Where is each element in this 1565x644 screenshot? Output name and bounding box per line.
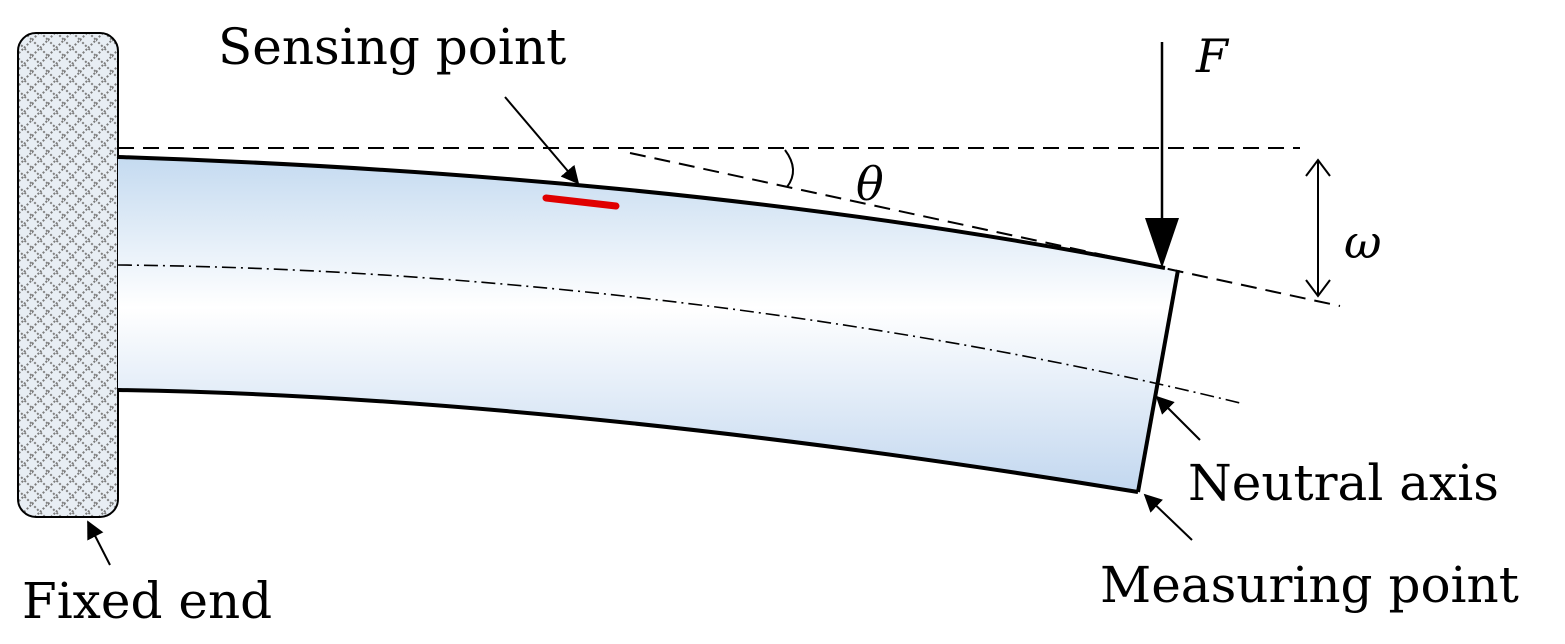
sensing-point-label: Sensing point (218, 18, 566, 76)
sensing-point-arrow (504, 96, 580, 185)
force-symbol: F (1195, 29, 1230, 83)
tangent-line (629, 152, 1341, 307)
neutral-axis-arrow (1155, 395, 1201, 441)
beam-bottom-edge (117, 388, 1139, 494)
fixed-end-arrow (87, 520, 111, 566)
deflection-symbol: ω (1344, 215, 1382, 269)
neutral-axis-label: Neutral axis (1188, 454, 1499, 512)
angle-arc (784, 149, 794, 188)
measuring-point-label: Measuring point (1100, 556, 1519, 614)
sensor-mark (542, 194, 620, 210)
deflection-arrow-top-head (1305, 158, 1331, 177)
beam-free-end (1136, 269, 1180, 493)
deflection-arrow-bottom-head (1305, 279, 1331, 298)
beam-body (118, 157, 1178, 492)
fixed-end-wall (17, 32, 119, 518)
force-arrow-head (1145, 218, 1179, 268)
angle-symbol: θ (856, 157, 884, 211)
measuring-point-arrow (1143, 493, 1193, 541)
beam-top-edge (117, 155, 1166, 270)
fixed-end-label: Fixed end (22, 572, 272, 630)
